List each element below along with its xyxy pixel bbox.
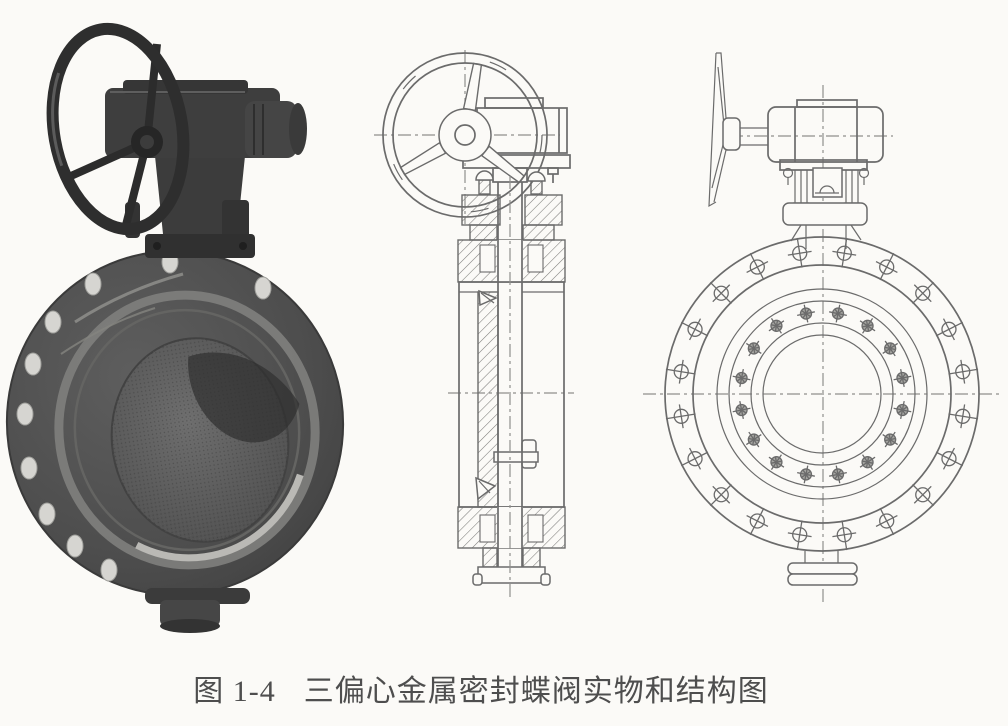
flange-circles <box>664 236 980 552</box>
valve-body-section <box>457 239 566 586</box>
flange-bolt-holes <box>16 250 272 582</box>
packing-gland <box>461 170 563 241</box>
gearbox-drawing <box>767 99 884 171</box>
valve-body-photo <box>5 250 345 596</box>
bottom-shaft-stub <box>145 588 250 633</box>
centerlines-front <box>643 85 1001 603</box>
figure-caption-label: 图 1-4 <box>193 675 276 708</box>
valve-photo <box>5 22 345 633</box>
bottom-cover-drawing <box>787 551 858 586</box>
valve-neck-photo <box>125 156 255 258</box>
valve-side-section-drawing <box>374 50 574 600</box>
valve-stem-drawing <box>497 176 523 600</box>
handwheel-edge-drawing <box>708 52 768 208</box>
valve-front-view-drawing <box>643 52 1001 603</box>
figure-caption: 图 1-4 三偏心金属密封蝶阀实物和结构图 <box>0 666 962 710</box>
yoke-drawing <box>782 167 870 249</box>
outer-bolt-ring <box>665 237 979 551</box>
figure-caption-text: 三偏心金属密封蝶阀实物和结构图 <box>303 675 769 708</box>
inner-bolt-ring <box>732 304 912 484</box>
handwheel-photo <box>46 22 190 236</box>
